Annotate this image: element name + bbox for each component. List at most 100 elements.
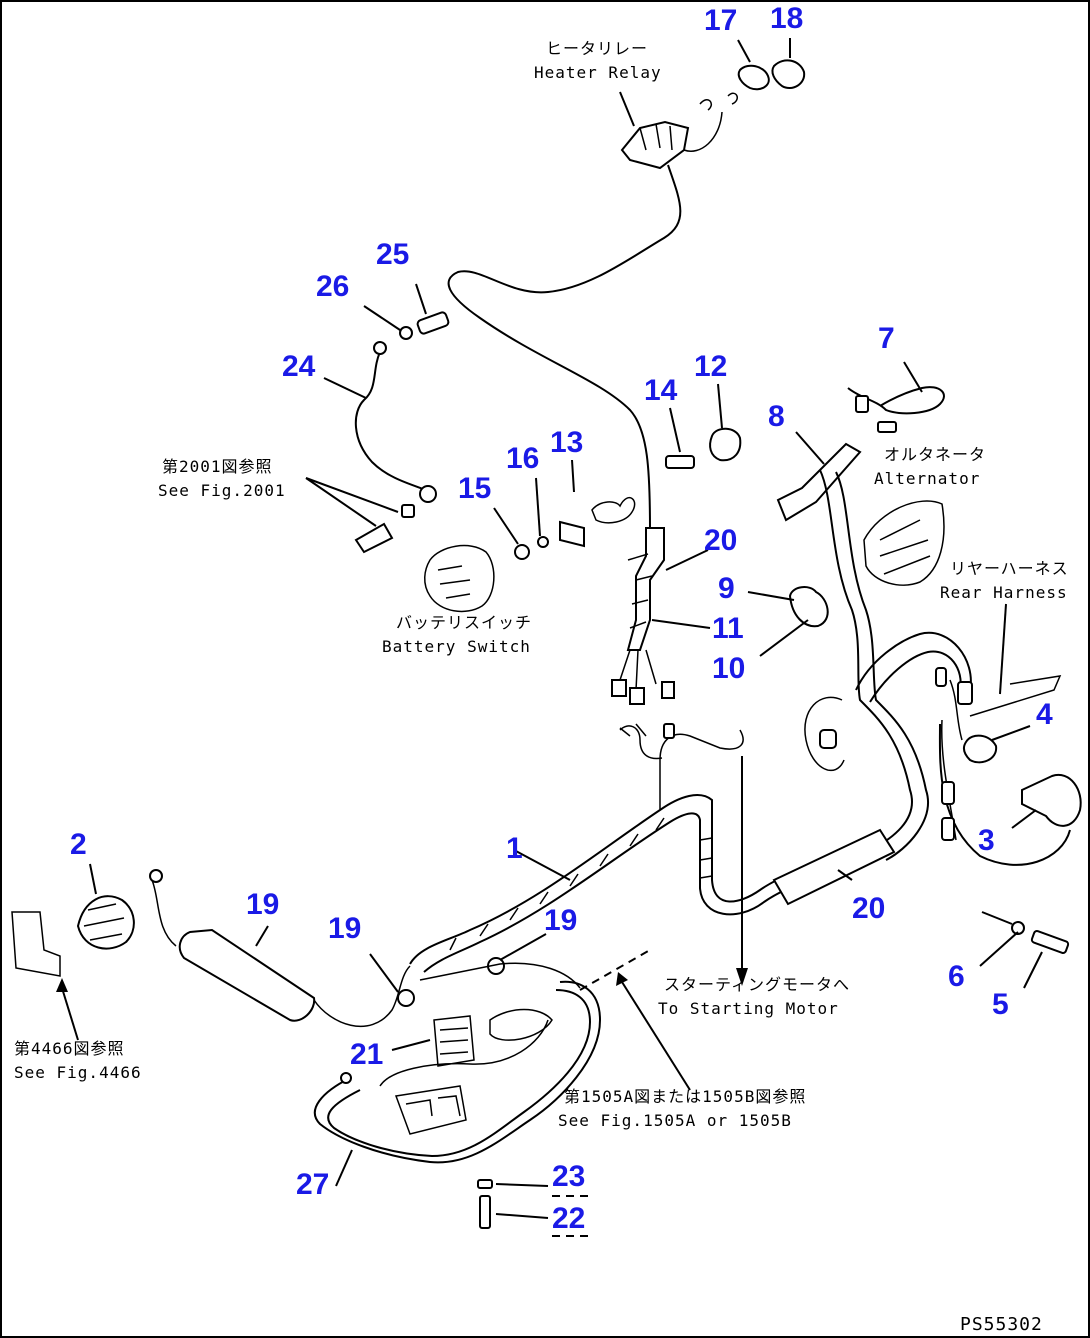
leader-1 [513, 849, 571, 881]
callout-6: 6 [948, 960, 965, 993]
leader-5 [1023, 951, 1043, 989]
note-rear-harness-jp: リヤーハーネス [950, 559, 1069, 578]
callout-16: 16 [506, 442, 539, 475]
callout-7: 7 [878, 322, 895, 355]
leader-19b [369, 953, 399, 993]
leader-6-top [981, 911, 1013, 925]
callout-5: 5 [992, 988, 1009, 1021]
leader-13 [571, 459, 575, 493]
leader-17 [737, 39, 751, 63]
connector-9-10 [788, 586, 829, 628]
rear-harness [804, 469, 1071, 866]
battery-switch-hardware [514, 496, 636, 560]
callout-19a: 19 [246, 888, 279, 921]
callout-8: 8 [768, 400, 785, 433]
callout-20b: 20 [852, 892, 885, 925]
leader-4 [991, 725, 1031, 741]
callout-15: 15 [458, 472, 491, 505]
callout-23: 23 [552, 1160, 585, 1193]
callout-27: 27 [296, 1168, 329, 1201]
note-rear-harness-en: Rear Harness [940, 583, 1068, 602]
fuse-box [394, 1085, 467, 1135]
leader-19a [255, 925, 269, 947]
callout-21: 21 [350, 1038, 383, 1071]
heater-relay-pointer [619, 91, 635, 127]
note-alternator-en: Alternator [874, 469, 980, 488]
callout-13: 13 [550, 426, 583, 459]
starting-motor-dash-line [579, 949, 651, 991]
cover-20b [772, 828, 896, 906]
horn-part-3 [1021, 773, 1082, 827]
bolt-5 [1030, 930, 1070, 954]
leader-10 [759, 619, 809, 657]
callout-4: 4 [1036, 698, 1053, 731]
callout-26: 26 [316, 270, 349, 303]
bolt-14 [665, 455, 695, 469]
cover-19a [149, 869, 505, 1028]
rear-harness-pointer [999, 603, 1007, 695]
battery-switch-part [424, 544, 495, 613]
leader-20b [837, 869, 853, 881]
arrow-head-1505 [616, 972, 628, 986]
arrow-head-1 [736, 968, 748, 986]
callout-19b: 19 [328, 912, 361, 945]
alternator-cable-7 [847, 386, 945, 433]
callout-24: 24 [282, 350, 316, 383]
fig2001-pointer-b [305, 477, 377, 527]
fig1505-pointer [621, 981, 691, 1091]
bolt-22 [479, 1195, 491, 1229]
leader-21 [391, 1039, 431, 1051]
leader-11 [651, 619, 711, 629]
leader-23 [495, 1183, 549, 1187]
leader-19c [499, 933, 547, 961]
callout-12: 12 [694, 350, 727, 383]
note-see-fig2001-jp: 第2001図参照 [162, 457, 273, 476]
note-see-fig4466-jp: 第4466図参照 [14, 1039, 125, 1058]
callout-18: 18 [770, 2, 803, 35]
note-see-fig2001-en: See Fig.2001 [158, 481, 286, 500]
leader-2 [89, 863, 97, 895]
note-heater-relay-en: Heater Relay [534, 63, 662, 82]
leader-12 [717, 383, 723, 429]
note-starting-motor-en: To Starting Motor [658, 999, 839, 1018]
drawing-reference-code: PS55302 [960, 1314, 1043, 1335]
callout-25: 25 [376, 238, 409, 271]
heater-relay-cable [447, 164, 682, 531]
callout-9: 9 [718, 572, 735, 605]
relay-block-21 [433, 1008, 553, 1067]
leader-25 [415, 283, 427, 315]
leader-27 [335, 1149, 353, 1187]
bracket-8 [776, 442, 862, 522]
note-alternator-jp: オルタネータ [884, 445, 986, 464]
callout-10: 10 [712, 652, 745, 685]
main-harness-1 [409, 723, 867, 973]
note-see-fig1505-jp: 第1505A図または1505B図参照 [564, 1087, 806, 1106]
part-4 [962, 734, 998, 764]
harness-branch-11 [611, 527, 675, 705]
heater-relay-part [620, 59, 806, 170]
note-starting-motor-jp: スターティングモータへ [664, 975, 850, 994]
alternator-body [863, 500, 945, 586]
clip-12 [709, 427, 742, 462]
leader-8 [795, 431, 825, 465]
leader-14 [669, 407, 681, 453]
washer-23 [477, 1179, 493, 1189]
leader-7 [903, 361, 923, 393]
part-2 [11, 895, 135, 977]
leader-24 [323, 377, 367, 399]
fig4466-pointer [61, 987, 79, 1041]
leader-15 [493, 507, 519, 545]
leader-3 [1011, 809, 1037, 829]
cab-harness-27 [313, 962, 602, 1164]
callout-22: 22 [552, 1202, 585, 1235]
leader-26 [363, 305, 401, 331]
leader-16 [535, 477, 541, 537]
leader-20a [665, 549, 709, 571]
note-heater-relay-jp: ヒータリレー [546, 39, 648, 58]
leader-6 [979, 931, 1019, 967]
note-see-fig4466-en: See Fig.4466 [14, 1063, 142, 1082]
callout-2: 2 [70, 828, 87, 861]
callout-11: 11 [712, 612, 744, 645]
